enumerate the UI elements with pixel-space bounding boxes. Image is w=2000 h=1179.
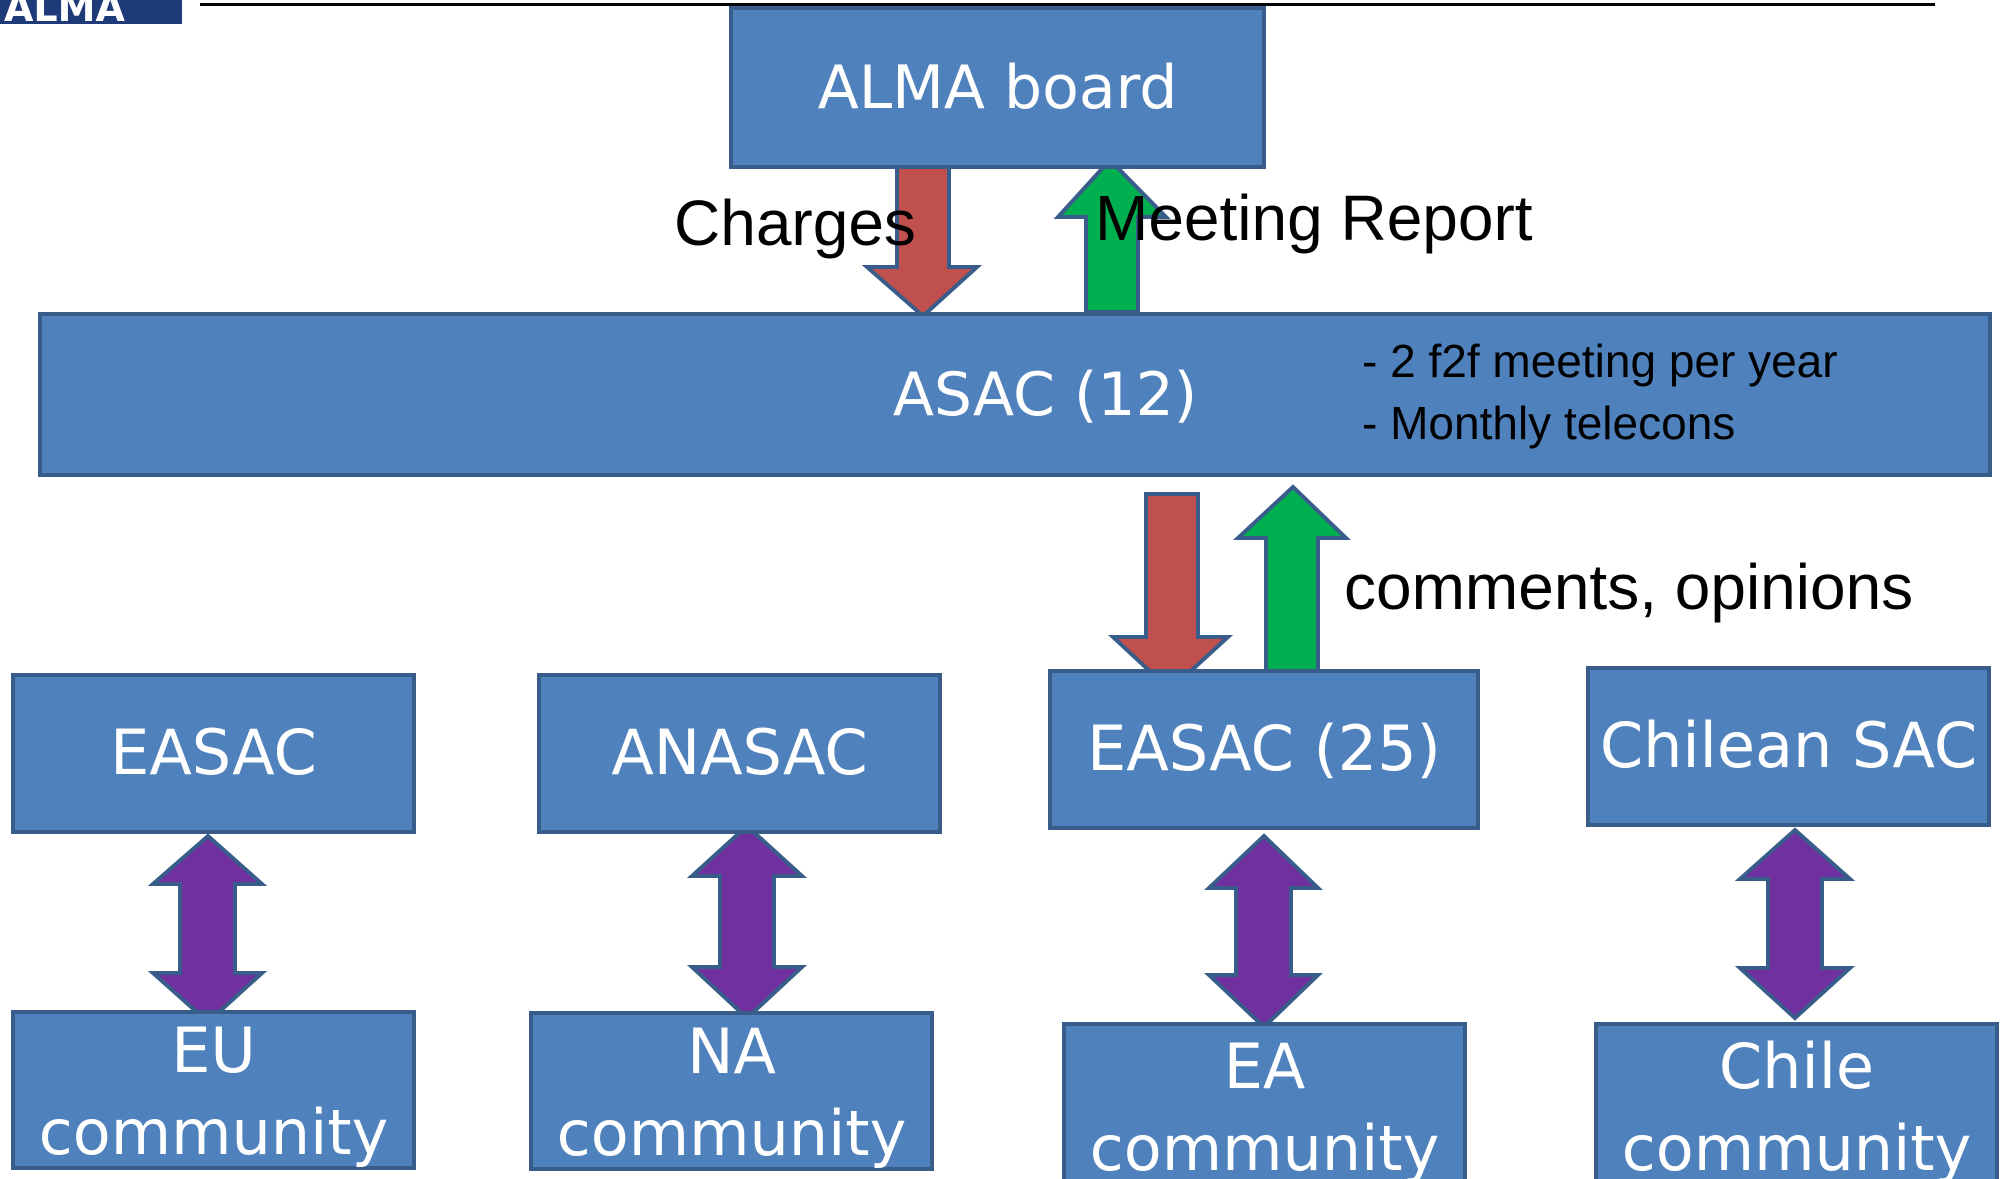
alma-logo: ALMA — [0, 0, 182, 24]
eu-community-label: EU community — [38, 1014, 389, 1169]
chilean-sac-label: Chilean SAC — [1599, 709, 1978, 783]
asac-note-telecons: - Monthly telecons — [1362, 397, 1736, 449]
anasac-label: ANASAC — [611, 716, 868, 790]
charges-label: Charges — [674, 187, 916, 259]
na-community-label: NA community — [556, 1015, 907, 1170]
easac-25-label: EASAC (25) — [1087, 712, 1441, 786]
easac-25-box: EASAC (25) — [1048, 669, 1480, 830]
ea-community-label: EA community — [1089, 1030, 1440, 1179]
asac-box: ASAC (12) — [38, 312, 1992, 477]
comments-opinions-label: comments, opinions — [1344, 551, 1914, 623]
asac-label: ASAC (12) — [892, 359, 1198, 430]
header-divider — [200, 3, 1935, 6]
easac-label: EASAC — [110, 716, 317, 790]
asac-notes: - 2 f2f meeting per year - Monthly telec… — [1362, 330, 1838, 454]
ea-community-box: EA community — [1062, 1022, 1467, 1179]
chile-community-box: Chile community — [1594, 1022, 1999, 1179]
chile-community-label: Chile community — [1621, 1030, 1972, 1179]
alma-board-box: ALMA board — [729, 6, 1266, 169]
eu-bidirectional-arrow — [147, 833, 268, 1025]
regional-up-arrow — [1232, 484, 1351, 673]
na-community-box: NA community — [529, 1011, 934, 1171]
charges-down-arrow — [861, 161, 983, 319]
meeting-report-label: Meeting Report — [1095, 182, 1533, 254]
eu-community-box: EU community — [11, 1010, 416, 1170]
asac-note-meetings: - 2 f2f meeting per year — [1362, 335, 1838, 387]
easac-box: EASAC — [11, 673, 416, 834]
regional-down-arrow — [1107, 492, 1234, 693]
alma-board-label: ALMA board — [817, 52, 1178, 123]
anasac-box: ANASAC — [537, 673, 942, 834]
chile-bidirectional-arrow — [1734, 827, 1856, 1021]
chilean-sac-box: Chilean SAC — [1586, 666, 1991, 827]
na-bidirectional-arrow — [686, 823, 808, 1021]
ea-bidirectional-arrow — [1203, 833, 1323, 1030]
